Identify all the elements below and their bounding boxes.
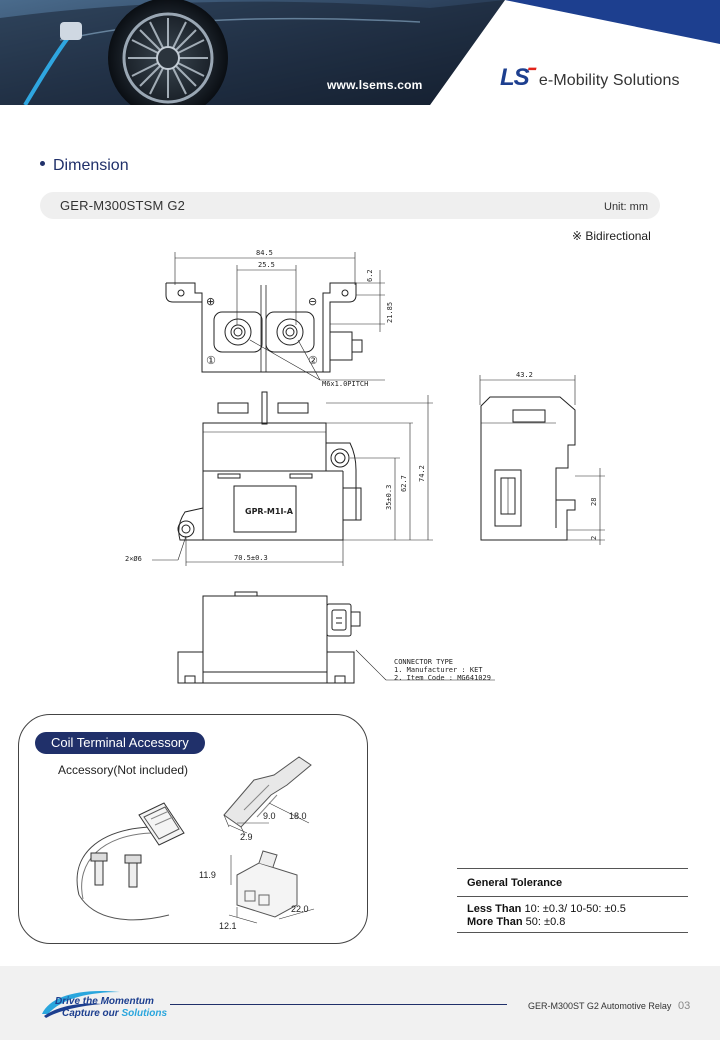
connector-manufacturer: 1. Manufacturer : KET xyxy=(394,666,483,674)
front-view: GPR-M1I-A 35±0.3 62.7 74.2 70.5±0.3 2×Ø6 xyxy=(125,391,433,566)
unit-label: Unit: mm xyxy=(604,201,648,213)
logo-mark: LS━ xyxy=(500,62,535,91)
plus-symbol: ⊕ xyxy=(206,295,215,308)
dim-side-width: 43.2 xyxy=(516,371,533,379)
model-bar: GER-M300STSM G2 Unit: mm xyxy=(40,192,660,219)
product-label: GPR-M1I-A xyxy=(245,507,294,516)
top-view: 84.5 25.5 6.2 21.85 ⊕ ⊖ ① ② xyxy=(165,249,394,388)
dim-offset: 2 xyxy=(590,536,598,540)
accessory-illustration: 9.0 18.0 2.9 11.9 22.0 12.1 xyxy=(76,756,315,931)
accessory-note: Accessory(Not included) xyxy=(58,763,189,777)
tolerance-header: General Tolerance xyxy=(457,869,688,897)
coil-terminal-accessory-box: 9.0 18.0 2.9 11.9 22.0 12.1 Coil Termina… xyxy=(18,714,368,944)
footer-doc-title: GER-M300ST G2 Automotive Relay xyxy=(528,1001,672,1011)
slogan-line-1: Drive the Momentum xyxy=(55,996,154,1007)
acc-dim-d: 11.9 xyxy=(199,870,216,880)
dim-body-height: 62.7 xyxy=(400,475,408,492)
page-footer: Drive the Momentum Capture our Solutions… xyxy=(0,966,720,1040)
tolerance-line-2: More Than 50: ±0.8 xyxy=(467,916,566,928)
dim-holes: 2×Ø6 xyxy=(125,555,142,563)
website-url[interactable]: www.lsems.com xyxy=(327,78,423,92)
page-header: www.lsems.com LS━ e-Mobility Solutions xyxy=(0,0,720,105)
dim-hole-spacing: 70.5±0.3 xyxy=(234,554,268,562)
connector-item-code: 2. Item Code : MG641029 xyxy=(394,674,491,682)
screw-callout: M6x1.0PITCH xyxy=(322,380,368,388)
acc-dim-b: 18.0 xyxy=(289,811,307,821)
tolerance-line-1: Less Than 10: ±0.3/ 10-50: ±0.5 xyxy=(467,903,626,915)
tolerance-title: General Tolerance xyxy=(467,877,563,889)
minus-symbol: ⊖ xyxy=(308,295,317,308)
acc-dim-a: 9.0 xyxy=(263,811,276,821)
terminal-1-label: ① xyxy=(206,354,216,367)
terminal-2-label: ② xyxy=(308,354,318,367)
accessory-title: Coil Terminal Accessory xyxy=(35,732,205,754)
dim-top-edge: 6.2 xyxy=(366,269,374,282)
ls-logo: LS━ e-Mobility Solutions xyxy=(500,62,680,92)
dim-connector: 28 xyxy=(590,498,598,506)
logo-text: e-Mobility Solutions xyxy=(538,72,680,89)
dim-mount: 35±0.3 xyxy=(385,485,393,510)
dimension-drawing: 84.5 25.5 6.2 21.85 ⊕ ⊖ ① ② xyxy=(125,249,605,684)
dim-total-height: 74.2 xyxy=(418,465,426,482)
side-view: 43.2 28 2 xyxy=(479,371,605,545)
dim-top-width: 84.5 xyxy=(256,249,273,257)
slogan-line-2: Capture our Solutions xyxy=(62,1008,168,1019)
dim-top-pitch: 25.5 xyxy=(258,261,275,269)
model-name: GER-M300STSM G2 xyxy=(60,198,186,213)
acc-dim-f: 12.1 xyxy=(219,921,237,931)
bottom-view: CONNECTOR TYPE 1. Manufacturer : KET 2. … xyxy=(177,591,495,684)
bullet-icon xyxy=(40,161,45,167)
connector-type: CONNECTOR TYPE xyxy=(394,658,453,666)
swoosh-icon xyxy=(42,990,120,1018)
general-tolerance-table: General Tolerance Less Than 10: ±0.3/ 10… xyxy=(457,868,688,933)
page-number: 03 xyxy=(678,1000,691,1012)
acc-dim-e: 22.0 xyxy=(291,904,309,914)
bidirectional-note: ※ Bidirectional xyxy=(572,229,651,243)
acc-dim-c: 2.9 xyxy=(240,832,253,842)
dim-top-depth: 21.85 xyxy=(386,302,394,323)
footer-divider xyxy=(170,1004,507,1005)
header-car-image xyxy=(0,0,720,105)
section-title: Dimension xyxy=(40,157,129,175)
